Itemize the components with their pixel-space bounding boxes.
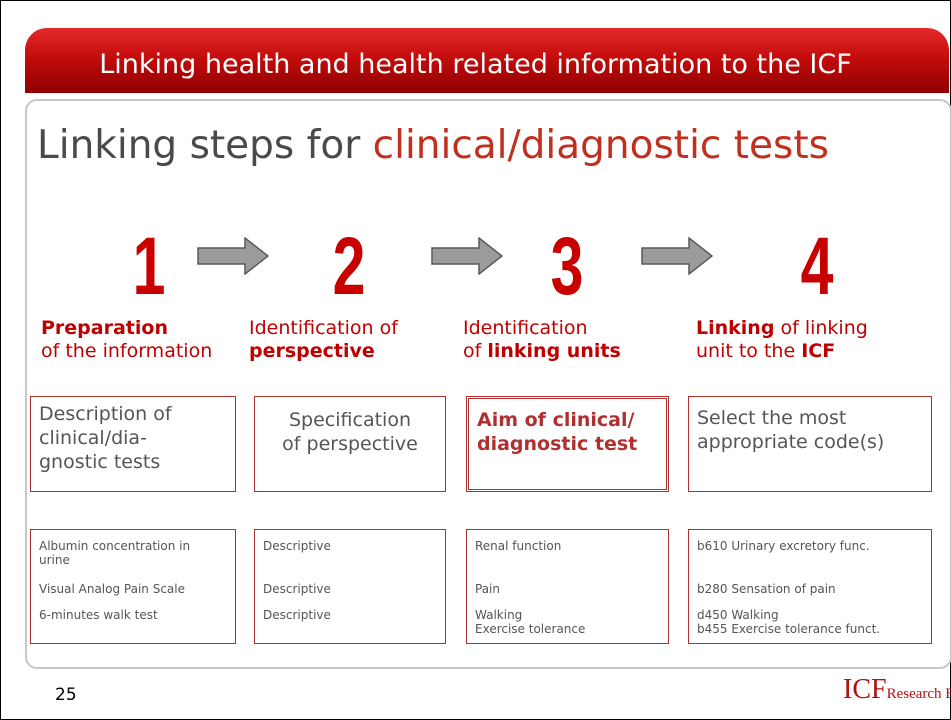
example-cell: Pain (475, 582, 500, 596)
step-number-4: 4 (787, 216, 847, 313)
page-number: 25 (55, 685, 77, 705)
step-4-rest: of linking (774, 317, 868, 339)
box-1-line: gnostic tests (39, 451, 161, 473)
example-cell: Descriptive (263, 582, 331, 596)
step-2-line1: Identification of (249, 317, 398, 339)
step-1-subtitle: of the information (41, 340, 213, 362)
step-number-2: 2 (319, 216, 379, 313)
step-label-1: Preparation of the information (41, 317, 212, 363)
example-cell: b455 Exercise tolerance funct. (697, 622, 881, 636)
example-cell: Exercise tolerance (475, 622, 586, 636)
example-cell: Descriptive (263, 539, 331, 553)
step-4-prefix: unit to the (696, 340, 802, 362)
example-cell: Descriptive (263, 608, 331, 622)
examples-column-3: Renal function Pain Walking Exercise tol… (466, 529, 669, 644)
examples-column-1: Albumin concentration in urine Visual An… (30, 529, 236, 644)
icf-logo: ICFResearch Branch (843, 674, 951, 706)
step-3-title: linking units (487, 340, 621, 362)
box-2-line: of perspective (282, 433, 418, 455)
arrow-right-icon (641, 237, 713, 275)
example-cell: d450 Walking (697, 608, 779, 622)
box-2-line: Specification (289, 409, 411, 431)
arrow-right-icon (197, 237, 269, 275)
box-3-line: diagnostic test (477, 433, 638, 455)
step-4-icf: ICF (801, 340, 836, 362)
step-label-3: Identification of linking units (463, 317, 621, 363)
banner-title: Linking health and health related inform… (99, 49, 852, 80)
logo-research-branch: Research Branch (886, 686, 951, 702)
example-cell: Albumin concentration in (39, 539, 191, 553)
example-cell: urine (39, 553, 70, 567)
description-box-1: Description of clinical/dia- gnostic tes… (30, 396, 236, 492)
description-box-3: Aim of clinical/ diagnostic test (466, 396, 669, 492)
box-4-line: appropriate code(s) (697, 431, 885, 453)
step-label-2: Identification of perspective (249, 317, 398, 363)
slide-heading: Linking steps for clinical/diagnostic te… (37, 123, 829, 168)
step-number-3-text: 3 (551, 221, 584, 296)
description-box-2: Specification of perspective (254, 396, 446, 492)
step-number-1-text: 1 (133, 221, 166, 296)
title-banner (25, 28, 949, 93)
example-cell: Walking (475, 608, 523, 622)
example-cell: Visual Analog Pain Scale (39, 582, 186, 596)
box-1-line: Description of (39, 403, 172, 425)
step-number-2-text: 2 (333, 221, 366, 296)
step-number-3: 3 (537, 216, 597, 313)
step-3-prefix: of (463, 340, 488, 362)
step-4-title: Linking (696, 317, 775, 339)
examples-column-2: Descriptive Descriptive Descriptive (254, 529, 446, 644)
step-1-title: Preparation (41, 317, 168, 339)
box-3-line: Aim of clinical/ (477, 409, 635, 431)
step-number-4-text: 4 (801, 221, 834, 296)
box-1-line: clinical/dia- (39, 427, 147, 449)
description-box-4: Select the most appropriate code(s) (688, 396, 932, 492)
step-3-line1: Identification (463, 317, 588, 339)
examples-column-4: b610 Urinary excretory func. b280 Sensat… (688, 529, 932, 644)
example-cell: 6-minutes walk test (39, 608, 158, 622)
heading-prefix: Linking steps for (37, 123, 373, 168)
box-4-line: Select the most (697, 407, 847, 429)
step-label-4: Linking of linking unit to the ICF (696, 317, 868, 363)
step-number-1: 1 (119, 216, 179, 313)
example-cell: b280 Sensation of pain (697, 582, 836, 596)
heading-accent: clinical/diagnostic tests (372, 123, 829, 168)
example-cell: b610 Urinary excretory func. (697, 539, 870, 553)
arrow-right-icon (431, 237, 503, 275)
step-2-title: perspective (249, 340, 375, 362)
logo-icf: ICF (843, 674, 887, 705)
example-cell: Renal function (475, 539, 562, 553)
